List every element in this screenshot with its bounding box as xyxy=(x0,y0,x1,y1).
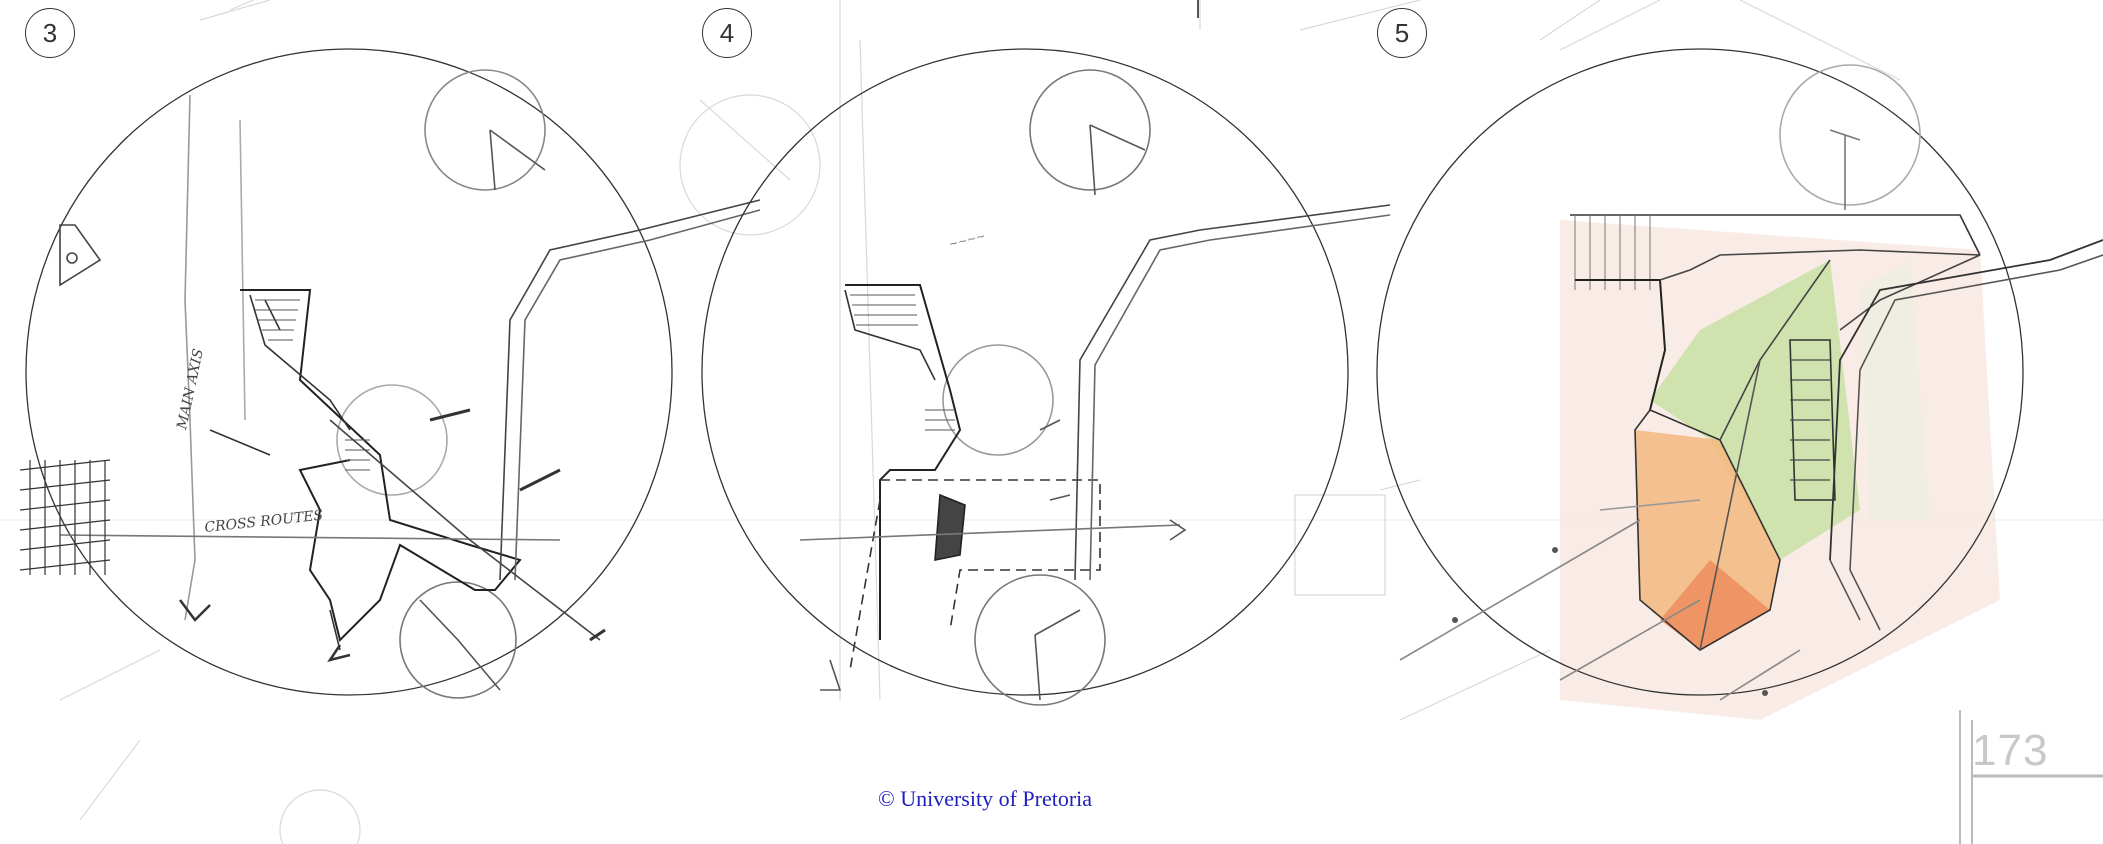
annotation-main-axis: MAIN AXIS xyxy=(174,347,207,431)
sketch-panel-3 xyxy=(19,48,761,699)
panel-number-badge-5: 5 xyxy=(1377,8,1427,58)
panel-number-badge-3: 3 xyxy=(25,8,75,58)
sketch-panel-5 xyxy=(1376,48,2103,720)
sketch-panel-4: ~~~~ xyxy=(701,48,1391,706)
annotation-cross-routes: CROSS ROUTES xyxy=(204,508,324,536)
page-number: 173 xyxy=(1972,726,2049,775)
svg-text:~~~~: ~~~~ xyxy=(948,229,987,251)
panel-number-badge-4: 4 xyxy=(702,8,752,58)
copyright-notice: © University of Pretoria xyxy=(878,786,1093,811)
